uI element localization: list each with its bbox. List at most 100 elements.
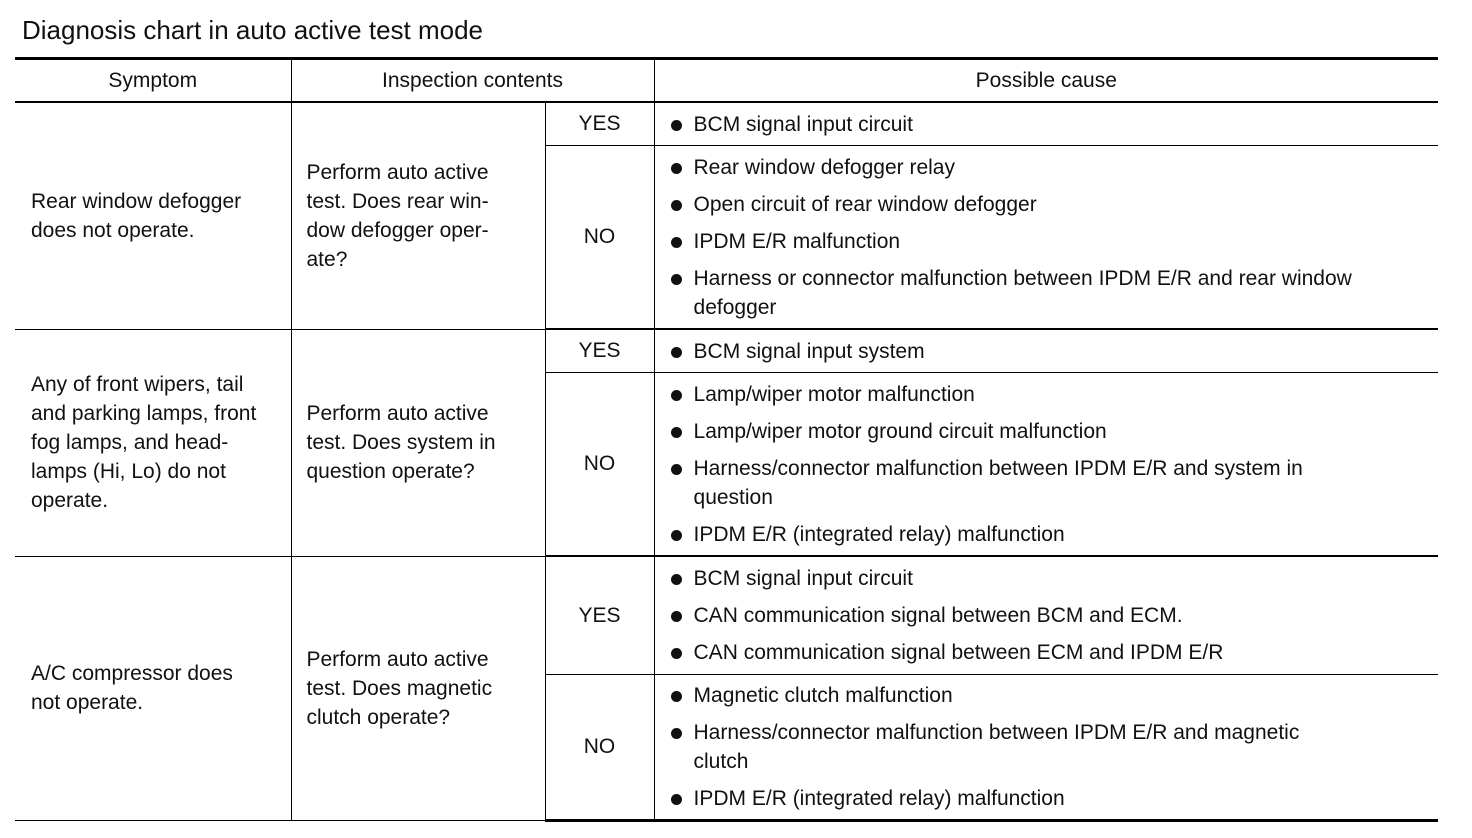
answer-no: NO xyxy=(544,673,655,822)
cause-item: Lamp/wiper motor ground circuit malfunct… xyxy=(670,417,1429,446)
cause-text: Lamp/wiper motor malfunction xyxy=(693,382,975,406)
cause-text: CAN communication signal between BCM and… xyxy=(693,604,1183,628)
cause-item: BCM signal input circuit xyxy=(670,110,1429,139)
bullet-icon xyxy=(670,119,682,131)
cause-text: question xyxy=(693,485,773,509)
cause-item: Magnetic clutch malfunction xyxy=(670,681,1429,710)
inspection-text: test. Does rear win- xyxy=(306,189,489,213)
cause-item: Lamp/wiper motor malfunction xyxy=(670,380,1429,409)
cause-item: Rear window defogger relay xyxy=(670,153,1429,182)
cause-text: CAN communication signal between ECM and… xyxy=(693,641,1224,665)
symptom-cell: A/C compressor does not operate. xyxy=(15,555,292,821)
bullet-icon xyxy=(670,648,682,660)
cause-text: Rear window defogger relay xyxy=(693,155,955,179)
symptom-cell: Any of front wipers, tail and parking lam… xyxy=(15,328,292,557)
header-row: Symptom Inspection contents Possible cau… xyxy=(15,57,1439,103)
cause-text: BCM signal input system xyxy=(693,339,925,363)
page-title: Diagnosis chart in auto active test mode xyxy=(22,15,484,45)
cause-text: IPDM E/R malfunction xyxy=(693,229,901,253)
cause-text: Magnetic clutch malfunction xyxy=(693,684,953,707)
inspection-cell: Perform auto active test. Does magnetic cl… xyxy=(290,555,546,821)
bullet-icon xyxy=(670,691,682,702)
symptom-text: lamps (Hi, Lo) do not xyxy=(31,460,226,483)
answer-no: NO xyxy=(544,371,655,557)
bullet-icon xyxy=(670,346,682,358)
inspection-text: test. Does system in xyxy=(306,431,496,454)
bullet-icon xyxy=(670,426,682,438)
bullet-icon xyxy=(670,574,682,586)
cause-text: clutch xyxy=(693,750,749,773)
inspection-text: ate? xyxy=(306,247,348,271)
answer-yes: YES xyxy=(544,555,655,675)
inspection-text: test. Does magnetic xyxy=(306,676,493,700)
bullet-icon xyxy=(670,463,682,475)
bullet-icon xyxy=(670,389,682,401)
bullet-icon xyxy=(670,794,682,805)
cause-item: Harness or connector malfunction between… xyxy=(670,264,1429,322)
symptom-text: fog lamps, and head- xyxy=(31,431,229,454)
cause-list: BCM signal input system xyxy=(670,337,1429,366)
inspection-cell: Perform auto active test. Does rear win-d… xyxy=(290,101,546,330)
cause-item: BCM signal input circuit xyxy=(670,564,1429,593)
symptom-text: does not operate. xyxy=(31,218,195,242)
cause-item: Harness/connector malfunction between IP… xyxy=(670,454,1429,512)
table-row: Rear window defogger does not operate. Per… xyxy=(15,101,1439,330)
answer-no: NO xyxy=(544,144,655,330)
cause-list: BCM signal input circuit xyxy=(670,110,1429,139)
bullet-icon xyxy=(670,236,682,248)
inspection-text: Perform auto active xyxy=(306,160,489,184)
inspection-text: Perform auto active xyxy=(306,647,489,671)
header-symptom: Symptom xyxy=(15,57,292,103)
cause-item: Harness/connector malfunction between IP… xyxy=(670,718,1429,776)
answer-yes: YES xyxy=(544,328,655,373)
symptom-text: A/C compressor does xyxy=(31,662,233,685)
inspection-cell: Perform auto active test. Does system in q… xyxy=(290,328,546,557)
diagnosis-table: Symptom Inspection contents Possible cau… xyxy=(15,57,1439,822)
answer-yes: YES xyxy=(544,101,655,146)
possible-cause-cell: BCM signal input system xyxy=(653,328,1439,373)
cause-text: Harness/connector malfunction between IP… xyxy=(693,456,1303,480)
cause-text: IPDM E/R (integrated relay) malfunction xyxy=(693,787,1065,810)
header-inspection: Inspection contents xyxy=(290,57,655,103)
inspection-text: dow defogger oper- xyxy=(306,218,489,242)
table-row: A/C compressor does not operate. Perform a… xyxy=(15,555,1439,821)
symptom-text: not operate. xyxy=(31,691,144,714)
cause-item: IPDM E/R malfunction xyxy=(670,227,1429,256)
cause-text: BCM signal input circuit xyxy=(693,567,913,591)
symptom-text: and parking lamps, front xyxy=(31,402,257,425)
possible-cause-cell: BCM signal input circuit xyxy=(653,101,1439,146)
cause-text: IPDM E/R (integrated relay) malfunction xyxy=(693,522,1065,546)
cause-item: BCM signal input system xyxy=(670,337,1429,366)
bullet-icon xyxy=(670,273,682,285)
cause-item: CAN communication signal between BCM and… xyxy=(670,601,1429,630)
symptom-text: Any of front wipers, tail xyxy=(31,373,244,396)
inspection-text: Perform auto active xyxy=(306,402,489,425)
table-body: Rear window defogger does not operate. Per… xyxy=(15,101,1439,822)
inspection-text: clutch operate? xyxy=(306,705,451,729)
symptom-text: operate. xyxy=(31,489,109,512)
cause-text: BCM signal input circuit xyxy=(693,112,913,136)
bullet-icon xyxy=(670,162,682,174)
symptom-cell: Rear window defogger does not operate. xyxy=(15,101,292,330)
table-row: Any of front wipers, tail and parking lam… xyxy=(15,328,1439,557)
cause-item: IPDM E/R (integrated relay) malfunction xyxy=(670,784,1429,813)
cause-item: IPDM E/R (integrated relay) malfunction xyxy=(670,520,1429,549)
bullet-icon xyxy=(670,728,682,739)
cause-text: Harness or connector malfunction between… xyxy=(693,266,1352,290)
cause-item: CAN communication signal between ECM and… xyxy=(670,638,1429,667)
cause-text: Harness/connector malfunction between IP… xyxy=(693,721,1300,744)
bullet-icon xyxy=(670,611,682,623)
inspection-text: question operate? xyxy=(306,460,475,483)
symptom-text: Rear window defogger xyxy=(31,189,242,213)
header-cause: Possible cause xyxy=(653,57,1439,103)
bullet-icon xyxy=(670,199,682,211)
